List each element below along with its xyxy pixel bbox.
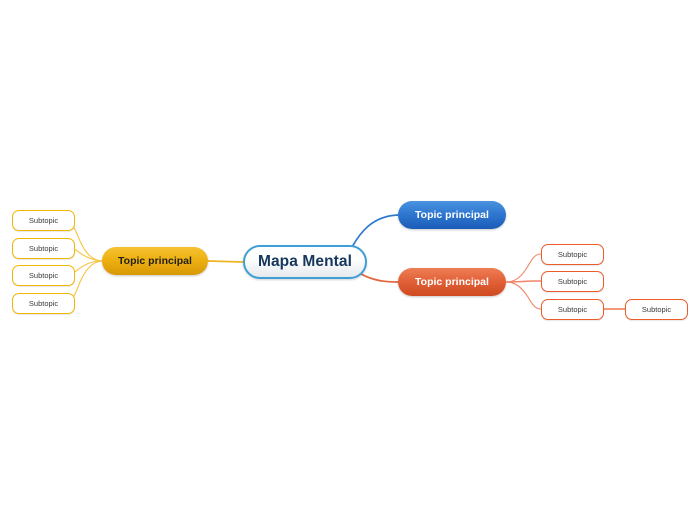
root-node[interactable]: Mapa Mental <box>243 245 367 279</box>
subtopic-node-gold-4[interactable]: Subtopic <box>12 293 75 314</box>
branch-node-gold[interactable]: Topic principal <box>102 247 208 275</box>
subtopic-node-red-1-label: Subtopic <box>557 250 588 259</box>
subtopic-node-gold-3-label: Subtopic <box>28 271 59 280</box>
subtopic-node-gold-1-label: Subtopic <box>28 216 59 225</box>
edge-root-to-gold <box>207 260 244 263</box>
subtopic-node-red-2[interactable]: Subtopic <box>541 271 604 292</box>
subtopic-node-red-2-label: Subtopic <box>557 277 588 286</box>
subtopic-node-red-1[interactable]: Subtopic <box>541 244 604 265</box>
subtopic-node-gold-1[interactable]: Subtopic <box>12 210 75 231</box>
branch-node-gold-label: Topic principal <box>118 255 192 267</box>
subtopic-node-gold-2-label: Subtopic <box>28 244 59 253</box>
edge-red-to-sub-1 <box>505 253 542 283</box>
branch-node-red-label: Topic principal <box>415 276 489 288</box>
edge-root-to-red <box>360 273 399 283</box>
root-node-label: Mapa Mental <box>257 253 353 270</box>
branch-node-blue[interactable]: Topic principal <box>398 201 506 229</box>
branch-node-blue-label: Topic principal <box>415 209 489 221</box>
subtopic-node-gold-3[interactable]: Subtopic <box>12 265 75 286</box>
subtopic-node-red-3[interactable]: Subtopic <box>541 299 604 320</box>
subtopic-node-red-3-label: Subtopic <box>557 305 588 314</box>
subtopic-node-red-3-1[interactable]: Subtopic <box>625 299 688 320</box>
edge-root-to-blue <box>351 214 399 248</box>
edge-red-to-sub-2 <box>505 280 542 283</box>
edge-red-to-sub-3 <box>505 281 542 310</box>
subtopic-node-gold-4-label: Subtopic <box>28 299 59 308</box>
subtopic-node-gold-2[interactable]: Subtopic <box>12 238 75 259</box>
subtopic-node-red-3-1-label: Subtopic <box>641 305 672 314</box>
branch-node-red[interactable]: Topic principal <box>398 268 506 296</box>
